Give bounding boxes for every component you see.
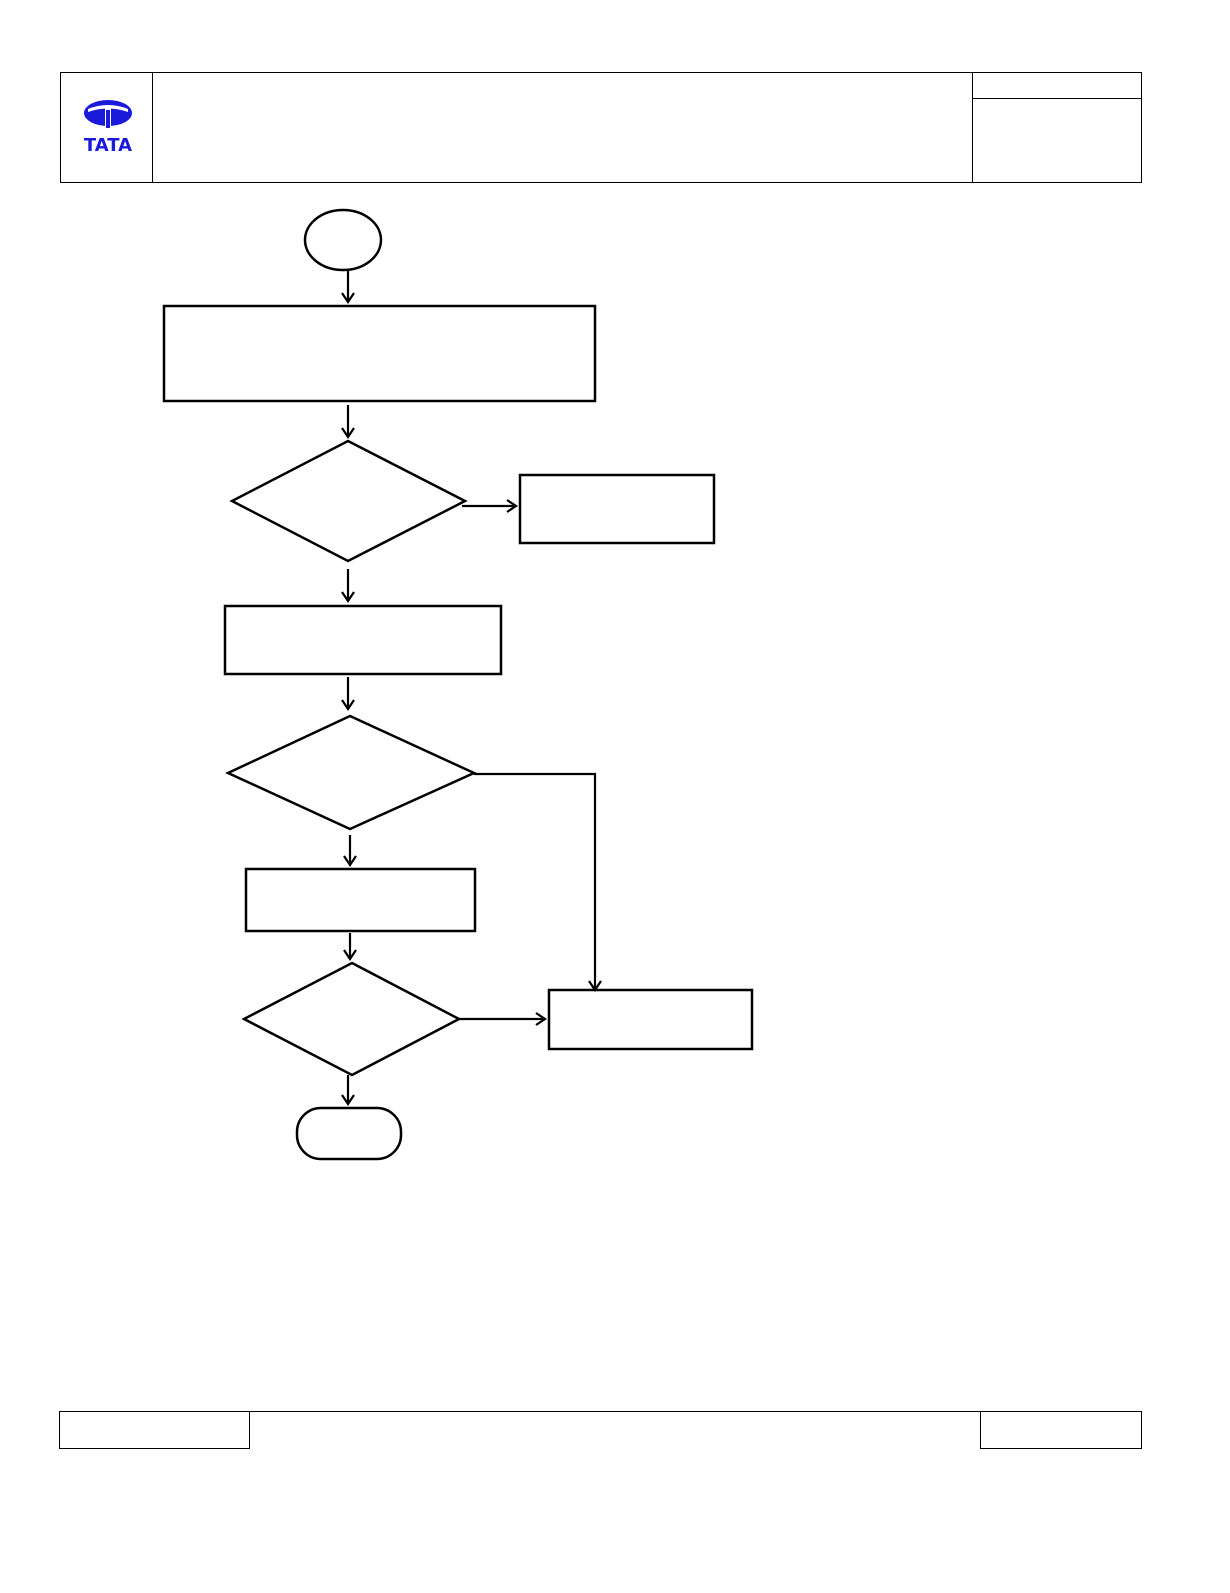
decision-diamond-3 bbox=[241, 961, 462, 1077]
header-title-cell bbox=[153, 73, 973, 182]
footer-left-cell bbox=[59, 1411, 250, 1449]
logo-text: TATA bbox=[84, 135, 132, 155]
header-doc-number-cell bbox=[973, 73, 1141, 99]
process-box-3 bbox=[244, 867, 477, 933]
document-header: TATA bbox=[60, 72, 1142, 183]
end-terminal bbox=[295, 1106, 403, 1161]
tata-logo-mark: TATA bbox=[84, 100, 132, 156]
process-box-side-1 bbox=[518, 473, 716, 545]
process-box-2 bbox=[223, 604, 503, 676]
decision-diamond-2 bbox=[225, 714, 478, 831]
decision-diamond-1 bbox=[229, 439, 468, 563]
connector-decision2-to-side2 bbox=[474, 772, 602, 992]
footer-right-cell bbox=[980, 1411, 1142, 1449]
header-logo-cell: TATA bbox=[61, 73, 153, 182]
process-box-side-2 bbox=[547, 988, 754, 1051]
tata-logo: TATA bbox=[79, 99, 139, 160]
footer-divider bbox=[250, 1411, 981, 1412]
process-box-1 bbox=[162, 304, 597, 403]
start-terminal bbox=[303, 208, 383, 272]
